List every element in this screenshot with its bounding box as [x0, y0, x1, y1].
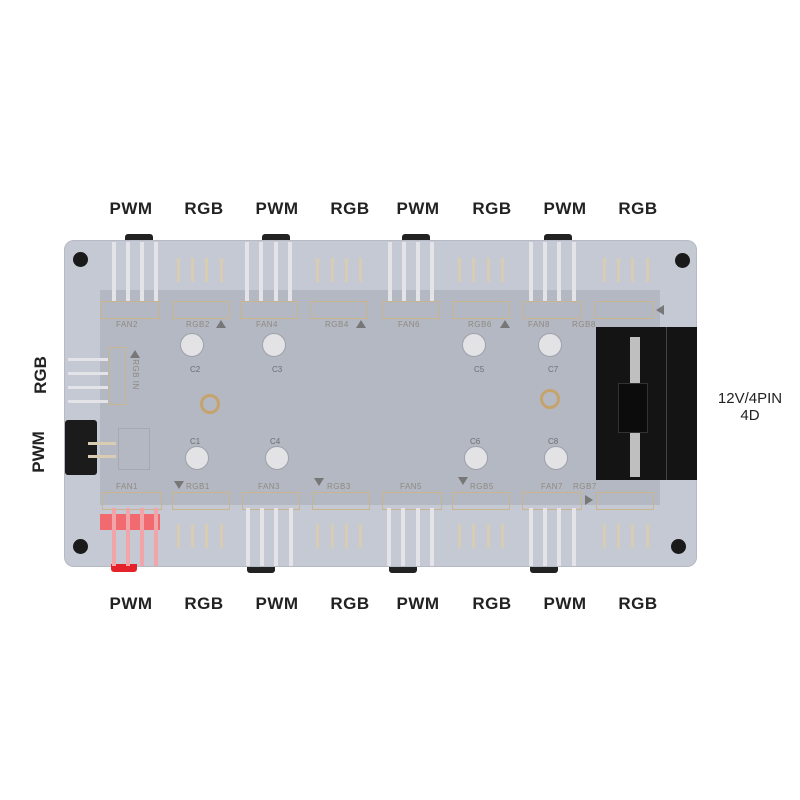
pwm-input-outline — [118, 428, 150, 470]
left-label-pwm: PWM — [28, 431, 48, 473]
header-rgb-in[interactable] — [108, 347, 126, 405]
capacitor-label: C6 — [470, 437, 481, 446]
label-pwm: PWM — [543, 594, 587, 613]
header-fan3[interactable] — [242, 492, 300, 510]
screw-icon — [671, 539, 686, 554]
label-pwm: PWM — [109, 199, 153, 218]
label-pwm: PWM — [396, 199, 440, 218]
capacitor-icon — [185, 446, 209, 470]
header-label: RGB5 — [470, 482, 494, 491]
header-fan5[interactable] — [382, 492, 442, 510]
header-fan2[interactable] — [100, 301, 160, 319]
header-label: FAN5 — [400, 482, 423, 491]
header-fan7[interactable] — [522, 492, 582, 510]
header-fan6[interactable] — [382, 301, 440, 319]
capacitor-label: C3 — [272, 365, 283, 374]
header-rgb1[interactable] — [172, 492, 230, 510]
capacitor-icon — [462, 333, 486, 357]
header-fan8[interactable] — [523, 301, 581, 319]
header-label: RGB6 — [468, 320, 492, 329]
pin1-arrow-icon — [458, 477, 468, 485]
power-connector-4pin[interactable] — [596, 327, 697, 480]
label-rgb: RGB — [330, 199, 370, 218]
header-label: FAN1 — [116, 482, 139, 491]
label-pwm: PWM — [396, 594, 440, 613]
label-rgb: RGB — [618, 594, 658, 613]
label-rgb: RGB — [330, 594, 370, 613]
header-rgb8[interactable] — [595, 301, 653, 319]
header-fan4[interactable] — [240, 301, 298, 319]
label-rgb: RGB — [184, 199, 224, 218]
capacitor-label: C2 — [190, 365, 201, 374]
pin1-arrow-icon — [216, 320, 226, 328]
standoff-icon — [200, 394, 220, 414]
label-rgb: RGB — [472, 199, 512, 218]
label-pwm: PWM — [255, 199, 299, 218]
header-rgb5[interactable] — [452, 492, 510, 510]
pwm-latch — [389, 567, 417, 573]
header-label: FAN4 — [256, 320, 279, 329]
label-rgb: RGB — [184, 594, 224, 613]
capacitor-label: C7 — [548, 365, 559, 374]
label-pwm: PWM — [543, 199, 587, 218]
label-rgb: RGB — [618, 199, 658, 218]
capacitor-icon — [464, 446, 488, 470]
header-label: FAN7 — [541, 482, 564, 491]
header-label: RGB8 — [572, 320, 596, 329]
pwm-latch — [530, 567, 558, 573]
fan1-connector-highlight — [100, 514, 160, 530]
header-label: RGB1 — [186, 482, 210, 491]
header-rgb7[interactable] — [596, 492, 654, 510]
pwm-latch — [262, 234, 290, 240]
header-label: FAN6 — [398, 320, 421, 329]
header-fan1[interactable] — [102, 492, 162, 510]
header-label: FAN2 — [116, 320, 139, 329]
power-spec-line1: 12V/4PIN — [717, 390, 783, 407]
pwm-latch — [125, 234, 153, 240]
left-label-rgb: RGB — [30, 356, 50, 394]
screw-icon — [73, 252, 88, 267]
header-label: RGB3 — [327, 482, 351, 491]
capacitor-label: C5 — [474, 365, 485, 374]
pin1-arrow-icon — [656, 305, 664, 315]
pin1-arrow-icon — [314, 478, 324, 486]
header-label: RGB IN — [130, 359, 140, 390]
header-label: RGB4 — [325, 320, 349, 329]
capacitor-icon — [538, 333, 562, 357]
pwm-input-connector[interactable] — [65, 420, 97, 475]
header-label: FAN8 — [528, 320, 551, 329]
label-rgb: RGB — [472, 594, 512, 613]
label-pwm: PWM — [255, 594, 299, 613]
capacitor-icon — [265, 446, 289, 470]
screw-icon — [73, 539, 88, 554]
standoff-icon — [540, 389, 560, 409]
capacitor-icon — [180, 333, 204, 357]
capacitor-icon — [262, 333, 286, 357]
capacitor-icon — [544, 446, 568, 470]
pwm-latch — [247, 567, 275, 573]
capacitor-label: C1 — [190, 437, 201, 446]
capacitor-label: C8 — [548, 437, 559, 446]
pwm-latch — [402, 234, 430, 240]
pin1-arrow-icon — [585, 495, 593, 505]
header-rgb4[interactable] — [310, 301, 368, 319]
pwm-latch — [544, 234, 572, 240]
header-rgb3[interactable] — [312, 492, 370, 510]
header-label: RGB7 — [573, 482, 597, 491]
pin1-arrow-icon — [130, 350, 140, 358]
screw-icon — [675, 253, 690, 268]
header-rgb6[interactable] — [452, 301, 510, 319]
header-rgb2[interactable] — [172, 301, 230, 319]
capacitor-label: C4 — [270, 437, 281, 446]
power-spec-line2: 4D — [740, 407, 760, 424]
power-connector-label: 12V/4PIN 4D — [705, 390, 795, 424]
header-label: FAN3 — [258, 482, 281, 491]
pin1-arrow-icon — [356, 320, 366, 328]
pin1-arrow-icon — [174, 481, 184, 489]
label-pwm: PWM — [109, 594, 153, 613]
pin1-arrow-icon — [500, 320, 510, 328]
header-label: RGB2 — [186, 320, 210, 329]
